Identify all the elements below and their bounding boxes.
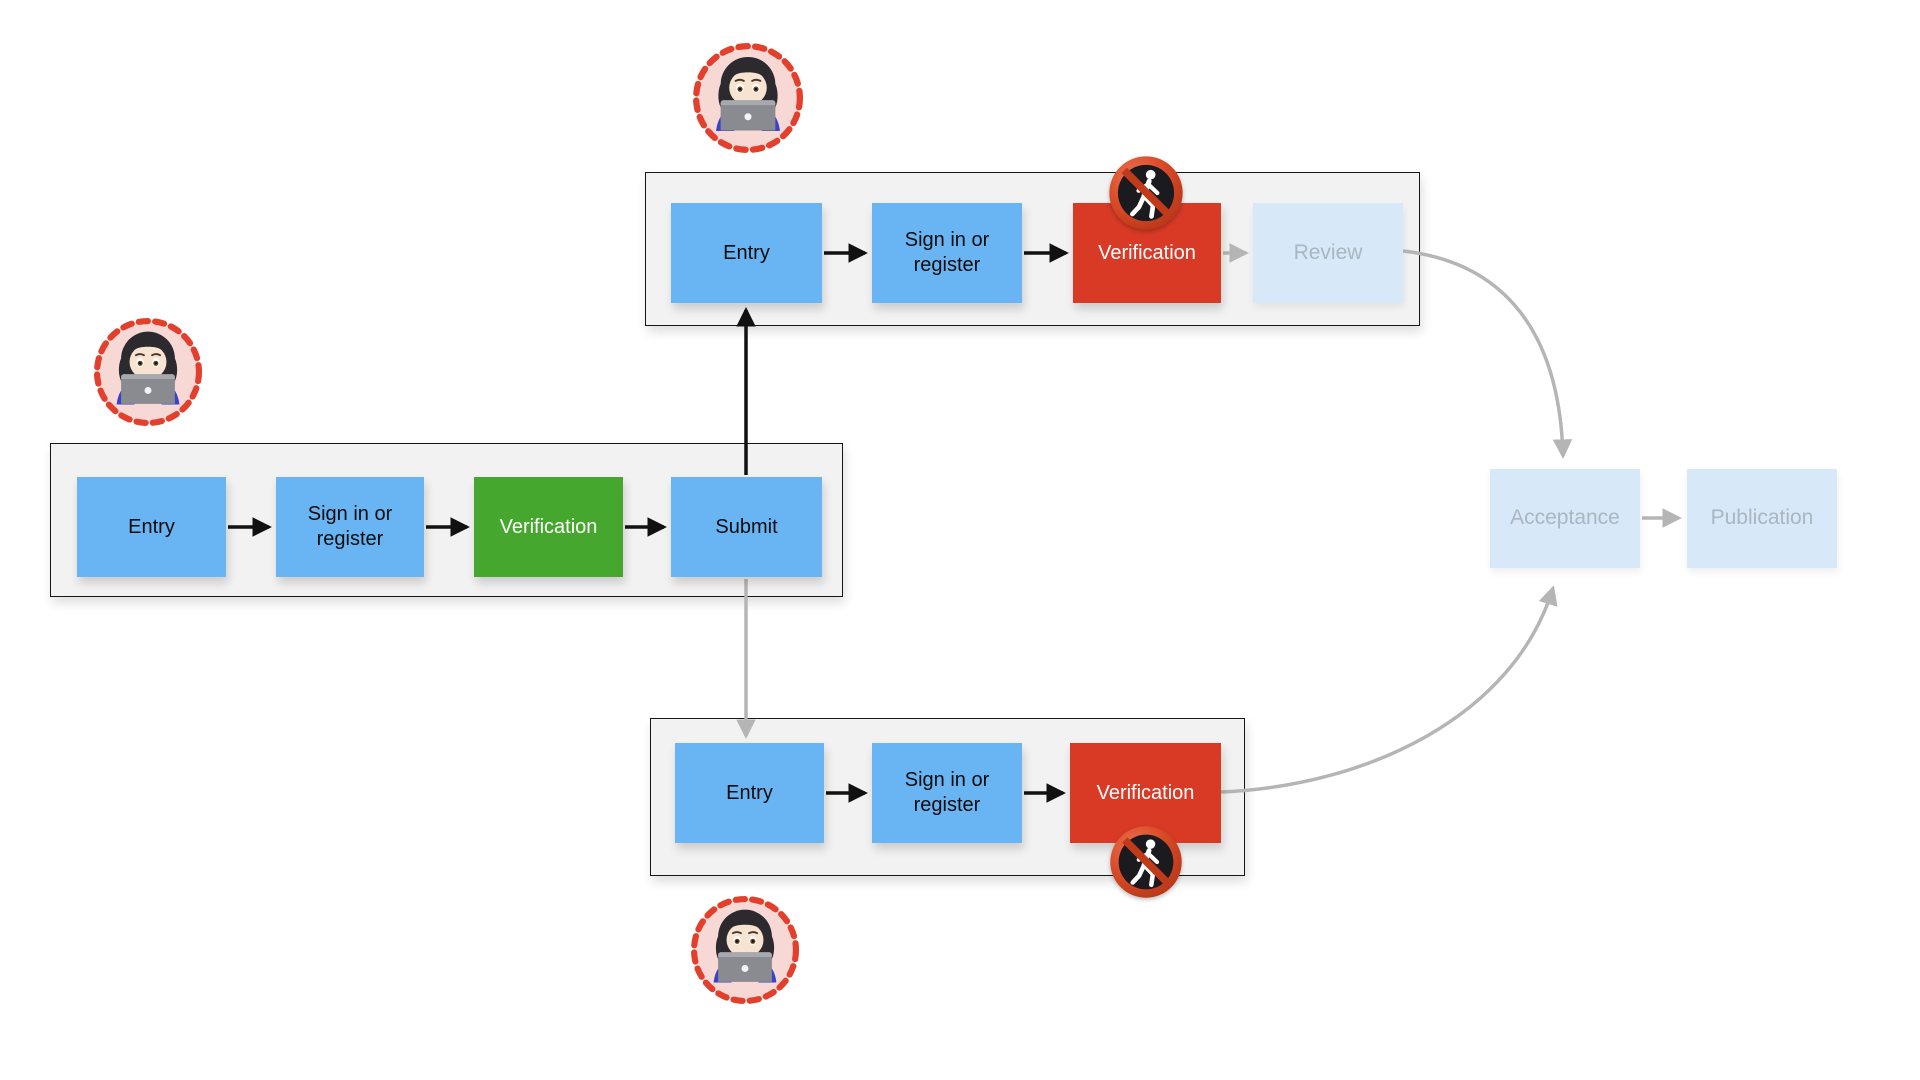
node-review[interactable]: Review [1253, 203, 1403, 303]
woman-technologist-icon [691, 41, 805, 155]
node-submit[interactable]: Submit [671, 477, 822, 577]
woman-technologist-icon [689, 894, 801, 1006]
no-pedestrians-icon [1108, 824, 1184, 900]
node-entry-top[interactable]: Entry [671, 203, 822, 303]
woman-technologist-icon [92, 316, 204, 428]
no-pedestrians-icon [1107, 154, 1185, 232]
node-signin-top[interactable]: Sign in or register [872, 203, 1022, 303]
node-entry-main[interactable]: Entry [77, 477, 226, 577]
node-entry-bottom[interactable]: Entry [675, 743, 824, 843]
arrow-bottom-verification-to-acceptance [1220, 585, 1558, 794]
node-acceptance[interactable]: Acceptance [1490, 469, 1640, 568]
node-signin-main[interactable]: Sign in or register [276, 477, 424, 577]
arrow-review-to-acceptance [1402, 249, 1573, 459]
node-publication[interactable]: Publication [1687, 469, 1837, 568]
node-signin-bottom[interactable]: Sign in or register [872, 743, 1022, 843]
node-verification-main[interactable]: Verification [474, 477, 623, 577]
